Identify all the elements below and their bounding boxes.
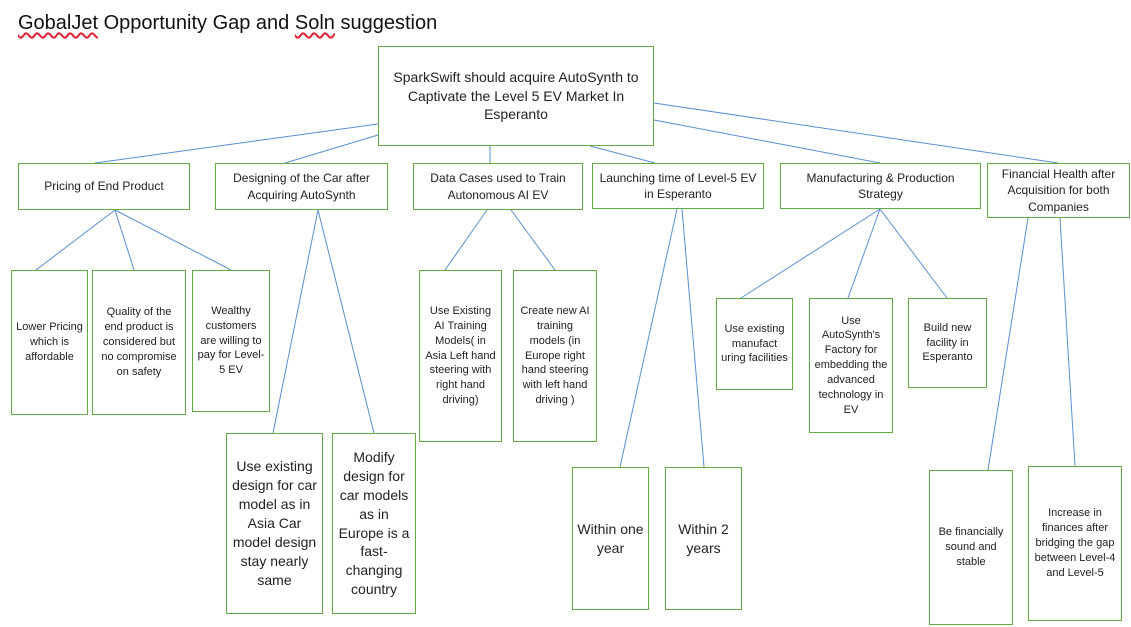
title-soln: Soln — [294, 12, 335, 34]
edge-root-manufacturing — [653, 119, 881, 164]
edge-data-2 — [510, 209, 556, 271]
edge-pricing-1 — [35, 209, 116, 271]
diagram-title: GobalJet Opportunity Gap and Soln sugges… — [18, 12, 437, 35]
financial-option-2: Increase in finances after bridging the … — [1028, 466, 1122, 621]
edge-root-design — [284, 134, 379, 164]
edge-fin-2 — [1059, 217, 1076, 467]
category-manufacturing-label: Manufacturing & Production Strategy — [806, 170, 955, 201]
edge-mfg-1 — [740, 208, 881, 299]
category-pricing: Pricing of End Product — [18, 163, 190, 210]
edge-pricing-2 — [114, 209, 135, 271]
category-launch: Launching time of Level-5 EV in Esperant… — [592, 163, 764, 209]
launch-option-1: Within one year — [572, 467, 649, 610]
manufacturing-option-3: Build new facility in Esperanto — [908, 298, 987, 388]
pricing-option-3: Wealthy customers are willing to pay for… — [192, 270, 270, 412]
design-option-1: Use existing design for car model as in … — [226, 433, 323, 614]
category-financial-label: Financial Health after Acquisition for b… — [1001, 167, 1116, 214]
category-manufacturing: Manufacturing & Production Strategy — [780, 163, 981, 209]
edge-data-1 — [444, 209, 488, 271]
category-financial: Financial Health after Acquisition for b… — [987, 163, 1130, 218]
financial-option-1: Be financially sound and stable — [929, 470, 1013, 625]
title-company: GobalJet — [18, 12, 99, 34]
category-data-cases: Data Cases used to Train Autonomous AI E… — [413, 163, 583, 210]
title-middle: Opportunity Gap and — [98, 12, 295, 34]
edge-mfg-3 — [879, 208, 948, 299]
category-launch-label: Launching time of Level-5 EV in Esperant… — [599, 170, 757, 201]
edge-root-financial — [653, 102, 1059, 164]
root-box: SparkSwift should acquire AutoSynth to C… — [378, 46, 654, 146]
edge-mfg-2 — [847, 208, 881, 299]
manufacturing-option-1: Use existing manufact uring facilities — [716, 298, 793, 390]
edge-launch-2 — [681, 208, 705, 468]
category-pricing-label: Pricing of End Product — [44, 179, 164, 194]
category-data-cases-label: Data Cases used to Train Autonomous AI E… — [430, 171, 566, 202]
launch-option-2: Within 2 years — [665, 467, 742, 610]
root-text: SparkSwift should acquire AutoSynth to C… — [393, 68, 639, 123]
edge-design-1 — [272, 209, 319, 434]
pricing-option-1: Lower Pricing which is affordable — [11, 270, 88, 415]
edge-pricing-3 — [114, 209, 232, 271]
pricing-option-2: Quality of the end product is considered… — [92, 270, 186, 415]
data-case-option-1: Use Existing AI Training Models( in Asia… — [419, 270, 502, 442]
edge-root-launch — [589, 145, 656, 164]
edge-fin-1 — [987, 217, 1029, 471]
edge-root-pricing — [94, 123, 379, 164]
edge-launch-1 — [619, 208, 678, 468]
edge-design-2 — [317, 209, 375, 434]
category-design-label: Designing of the Car after Acquiring Aut… — [233, 171, 370, 202]
manufacturing-option-2: Use AutoSynth's Factory for embedding th… — [809, 298, 893, 433]
category-design: Designing of the Car after Acquiring Aut… — [215, 163, 388, 210]
design-option-2: Modify design for car models as in Europ… — [332, 433, 416, 614]
title-end: suggestion — [334, 12, 438, 34]
data-case-option-2: Create new AI training models (in Europe… — [513, 270, 597, 442]
